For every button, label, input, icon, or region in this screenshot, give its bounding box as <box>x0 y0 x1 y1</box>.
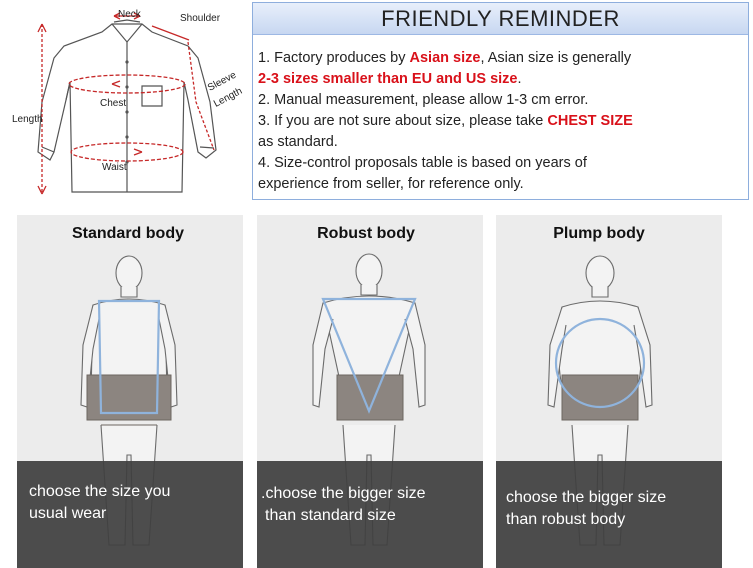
robust-caption-line-1: .choose the bigger size <box>261 485 426 502</box>
friendly-reminder-box: FRIENDLY REMINDER 1. Factory produces by… <box>252 2 749 200</box>
reminder-line-6: 4. Size-control proposals table is based… <box>258 155 587 171</box>
reminder-line-7: experience from seller, for reference on… <box>258 176 524 192</box>
shirt-drawing <box>37 12 217 195</box>
reminder-line-4: 3. If you are not sure about size, pleas… <box>258 112 633 130</box>
reminder-line-3: 2. Manual measurement, please allow 1-3 … <box>258 92 589 108</box>
size-difference-highlight: 2-3 sizes smaller than EU and US size <box>258 71 518 87</box>
shoulder-label: Shoulder <box>180 13 221 24</box>
neck-label: Neck <box>118 9 141 20</box>
line1-prefix: 1. Factory produces by <box>258 50 410 66</box>
shirt-outline <box>37 19 217 193</box>
reminder-line-5: as standard. <box>258 134 338 150</box>
line1-suffix: , Asian size is generally <box>480 50 632 66</box>
chest-label: Chest <box>100 98 127 109</box>
asian-size-highlight: Asian size <box>409 50 481 66</box>
standard-body-panel: Standard body choose the size you usual … <box>17 215 243 568</box>
shirt-measurement-diagram: Neck Shoulder Sleeve Length Length Chest… <box>2 2 252 202</box>
line2-suffix: . <box>517 71 522 87</box>
standard-caption-box: choose the size you usual wear <box>17 461 243 568</box>
measurement-lines <box>37 12 215 195</box>
line4-prefix: 3. If you are not sure about size, pleas… <box>258 113 548 129</box>
robust-body-panel: Robust body .choose the bigger size than… <box>257 215 483 568</box>
robust-caption-box: .choose the bigger size than standard si… <box>257 461 483 568</box>
reminder-line-1: 1. Factory produces by Asian size, Asian… <box>258 49 631 67</box>
body-outline-circle <box>554 317 646 409</box>
reminder-title-bar: FRIENDLY REMINDER <box>253 3 748 35</box>
waist-label: Waist <box>102 162 127 173</box>
robust-caption-line-2: than standard size <box>265 507 396 524</box>
standard-body-title: Standard body <box>71 225 184 242</box>
body-outline-triangle <box>321 297 417 414</box>
robust-body-title: Robust body <box>317 225 415 242</box>
standard-caption-line-1: choose the size you <box>29 483 171 500</box>
plump-caption-line-1: choose the bigger size <box>506 489 667 506</box>
standard-caption-line-2: usual wear <box>29 505 107 522</box>
plump-caption-box: choose the bigger size than robust body <box>496 461 722 568</box>
plump-body-title: Plump body <box>553 225 645 242</box>
plump-body-panel: Plump body choose the bigger size than r… <box>496 215 722 568</box>
chest-size-highlight: CHEST SIZE <box>547 113 633 129</box>
body-outline-rect <box>97 299 161 415</box>
reminder-line-2: 2-3 sizes smaller than EU and US size. <box>258 70 522 88</box>
plump-caption-line-2: than robust body <box>506 511 626 528</box>
reminder-title: FRIENDLY REMINDER <box>381 6 620 31</box>
length-label: Length <box>12 114 43 125</box>
